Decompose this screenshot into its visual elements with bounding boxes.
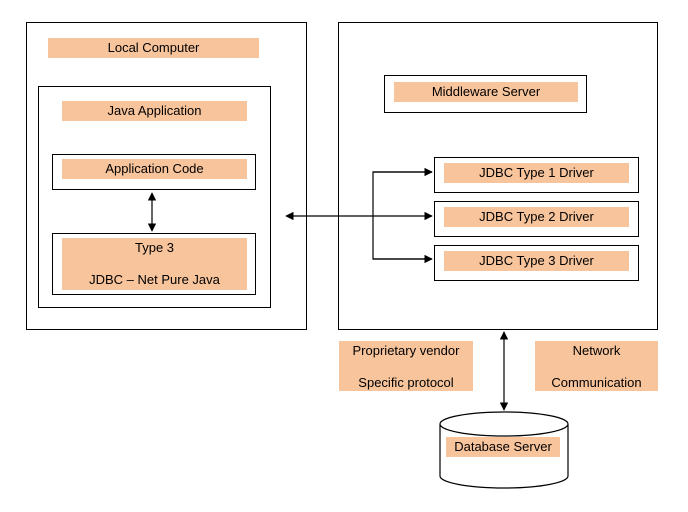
protocol-line1: Proprietary vendor [352, 343, 460, 358]
type3-label: Type 3 JDBC – Net Pure Java [62, 238, 247, 290]
local-computer-label: Local Computer [48, 38, 259, 58]
java-application-label: Java Application [62, 101, 247, 121]
type3-line1: Type 3 [134, 240, 175, 255]
network-line1: Network [572, 343, 621, 358]
protocol-label: Proprietary vendor Specific protocol [339, 341, 473, 391]
database-server-label: Database Server [446, 437, 560, 457]
middleware-title-label: Middleware Server [394, 82, 578, 102]
application-code-label: Application Code [62, 159, 247, 179]
driver-3-label: JDBC Type 3 Driver [444, 251, 629, 271]
network-label: Network Communication [535, 341, 658, 391]
type3-line2: JDBC – Net Pure Java [89, 272, 220, 287]
driver-1-label: JDBC Type 1 Driver [444, 163, 629, 183]
driver-2-label: JDBC Type 2 Driver [444, 207, 629, 227]
network-line2: Communication [551, 375, 642, 390]
protocol-line2: Specific protocol [358, 375, 454, 390]
